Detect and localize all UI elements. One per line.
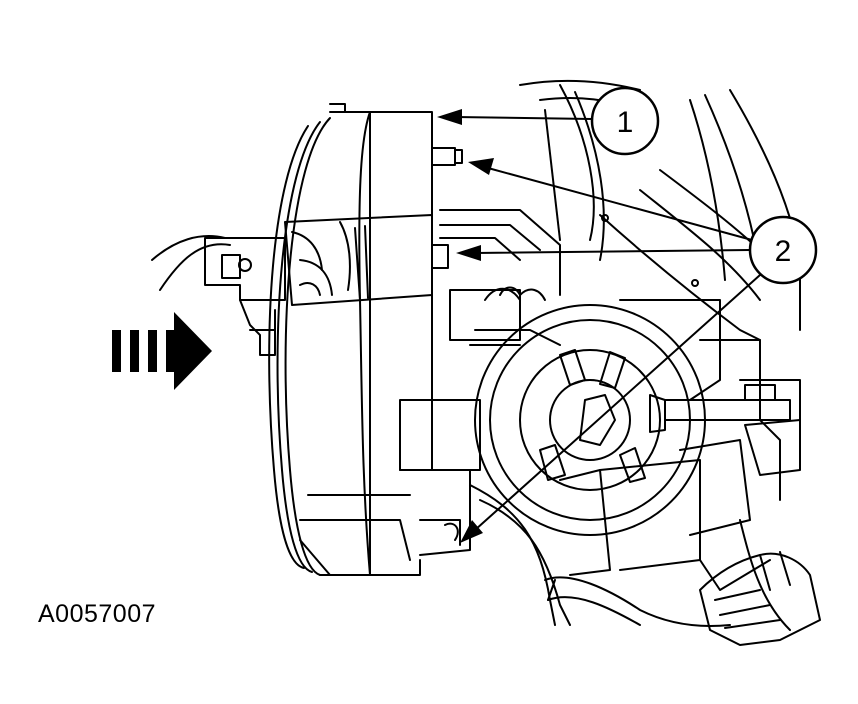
arrowhead-1 (437, 109, 462, 125)
callout-2-circle (748, 215, 818, 285)
callout-1-circle (590, 86, 660, 156)
leader-2b (474, 249, 751, 254)
steering-column-background (519, 79, 821, 646)
arrowhead-2b (456, 245, 481, 261)
clockspring-body (268, 103, 481, 576)
arrowhead-2c (460, 520, 483, 543)
leader-2a (487, 167, 753, 241)
retaining-tape (284, 214, 433, 306)
wire-harness (469, 484, 731, 628)
leader-1 (454, 116, 593, 120)
callout-1: 1 (590, 86, 660, 156)
figure-id-label: A0057007 (38, 600, 157, 628)
leader-lines (437, 109, 761, 543)
callout-1-number: 1 (617, 106, 634, 139)
callout-2: 2 (748, 215, 818, 285)
column-lock-ring (439, 209, 791, 536)
wiring-connector (151, 235, 286, 356)
leader-2c (474, 274, 761, 531)
arrowhead-2a (468, 158, 494, 175)
callout-2-number: 2 (775, 235, 792, 268)
direction-arrow (112, 312, 212, 390)
